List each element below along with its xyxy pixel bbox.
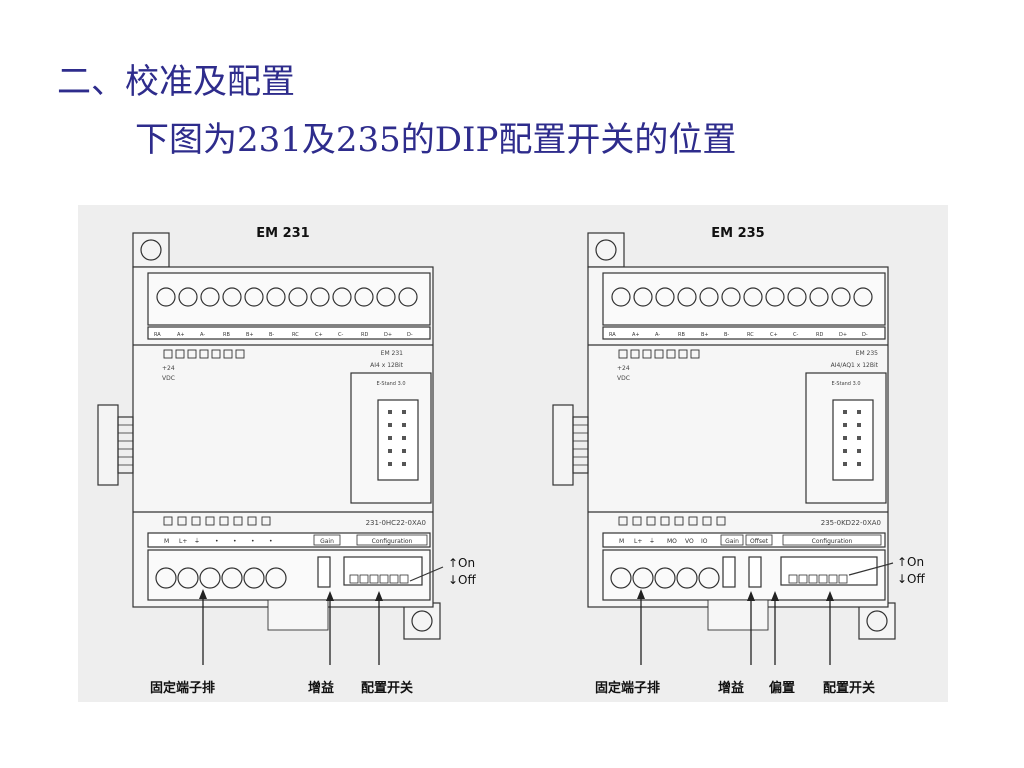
em231-callout-config: 配置开关 [361,680,413,696]
svg-text:D-: D- [862,332,868,338]
em235-callout-terminal: 固定端子排 [595,680,660,696]
svg-text:C-: C- [793,332,798,338]
em235-offset-label: Offset [750,538,769,545]
em235-switch-off: ↓Off [897,572,926,586]
em235-gain-label: Gain [725,538,739,545]
em235-order-number: 235-0KD22-0XA0 [821,519,881,527]
em231-spec: AI4 x 12Bit [370,362,403,369]
em231-side-connector [97,404,119,486]
em231-top-term-labels: RA A+ A- RB B+ B- RC C+ C- RD D+ D- [154,332,413,338]
em235-callout-gain: 增益 [718,680,744,696]
em235-gain-potentiometer[interactable] [722,556,736,588]
em235-module: EM 235 RA A+ A- RB B+ B- RC [552,226,926,696]
em235-switch-on: ↑On [897,555,924,569]
svg-text:A-: A- [200,332,205,338]
em231-connector-label: E-Stand 3.0 [376,381,405,387]
em231-status-24v: +24 [162,365,175,372]
svg-text:D+: D+ [839,332,847,338]
em231-bottom-term: • [251,538,255,545]
em231-status-leds [163,349,245,359]
em235-spec: AI4/AQ1 x 12Bit [831,362,879,369]
em231-screw-top [140,239,162,261]
svg-text:RB: RB [223,332,230,338]
em231-bottom-term: • [269,538,273,545]
svg-text:RD: RD [361,332,368,338]
svg-text:RC: RC [747,332,754,338]
em231-model-label: EM 231 [381,350,404,357]
svg-text:RC: RC [292,332,299,338]
em235-offset-potentiometer[interactable] [748,556,762,588]
svg-text:RB: RB [678,332,685,338]
svg-text:C+: C+ [770,332,778,338]
modules-diagram: EM 231 RA A+ A- RB B+ [97,226,926,696]
svg-text:RD: RD [816,332,823,338]
em231-status-vdc: VDC [162,375,175,382]
page-title: 二、校准及配置 [57,62,295,102]
svg-text:A+: A+ [632,332,640,338]
em235-bottom-term: L+ [634,538,642,545]
em231-channel-leds [163,516,271,526]
em231-switch-on: ↑On [448,556,475,570]
em235-callout-arrows [640,595,831,665]
page-subtitle: 下图为231及235的DIP配置开关的位置 [135,120,737,160]
svg-text:D+: D+ [384,332,392,338]
em235-top-term-labels: RA A+ A- RB B+ B- RC C+ C- RD D+ D- [609,332,868,338]
em235-bottom-term: MO [667,538,677,545]
em231-top-terminals [156,287,418,307]
em231-module: EM 231 RA A+ A- RB B+ [97,226,477,696]
em231-callout-gain: 增益 [308,680,334,696]
em231-screw-bottom [411,610,433,632]
em231-bottom-term: ⏚ [194,538,200,545]
em235-connector-label: E-Stand 3.0 [831,381,860,387]
em231-gain-label: Gain [320,538,334,545]
svg-text:RA: RA [609,332,616,338]
em231-bottom-term: L+ [179,538,187,545]
em231-config-label: Configuration [372,538,413,545]
svg-text:C+: C+ [315,332,323,338]
svg-text:C-: C- [338,332,343,338]
em235-model-label: EM 235 [856,350,879,357]
em231-bottom-term: • [233,538,237,545]
svg-text:RA: RA [154,332,161,338]
svg-text:B-: B- [724,332,729,338]
svg-text:B+: B+ [701,332,709,338]
em231-ear-bottom [403,602,441,640]
em235-callout-offset: 偏置 [769,680,795,696]
em231-order-number: 231-0HC22-0XA0 [366,519,426,527]
em235-bottom-term: VO [685,538,694,545]
em235-config-label: Configuration [812,538,853,545]
svg-text:B+: B+ [246,332,254,338]
em235-callout-config: 配置开关 [823,680,875,696]
em231-callout-terminal: 固定端子排 [150,680,215,696]
em231-bottom-terminals [155,567,287,589]
svg-text:D-: D- [407,332,413,338]
svg-text:B-: B- [269,332,274,338]
svg-text:A+: A+ [177,332,185,338]
em231-bottom-term: • [215,538,219,545]
em231-title: EM 231 [256,226,309,241]
em231-bottom-term: M [164,538,169,545]
em235-bottom-term: ⏚ [649,538,655,545]
diagram-panel: EM 231 RA A+ A- RB B+ [78,205,948,702]
em235-status-24v: +24 [617,365,630,372]
em235-bottom-term: M [619,538,624,545]
svg-text:A-: A- [655,332,660,338]
em231-callout-arrows [202,595,380,665]
em235-title: EM 235 [711,226,764,241]
em231-ear-top [132,232,170,268]
em231-gain-potentiometer[interactable] [317,556,331,588]
em231-switch-off: ↓Off [448,573,477,587]
em235-bottom-term: IO [701,538,708,545]
em235-status-vdc: VDC [617,375,630,382]
